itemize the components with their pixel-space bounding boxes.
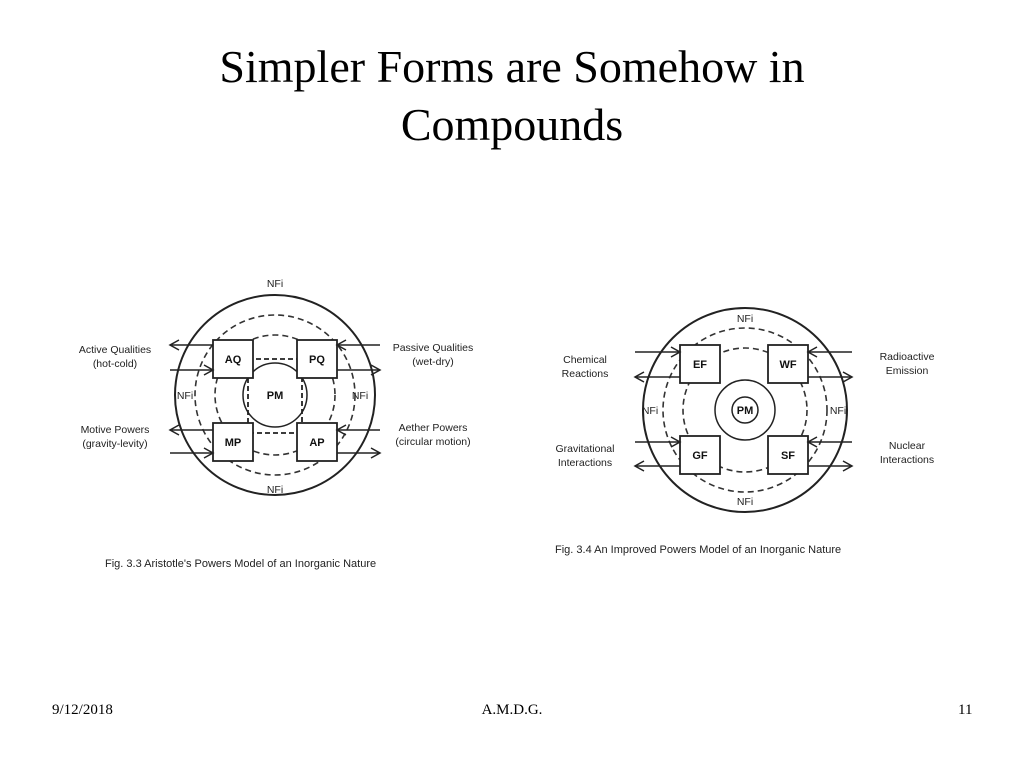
box-ef <box>679 344 721 384</box>
box-wf <box>767 344 809 384</box>
slide-title: Simpler Forms are Somehow in Compounds <box>112 38 912 154</box>
center-dashed-rect <box>247 358 303 434</box>
center-label: PM <box>737 405 754 417</box>
box-sf-label: SF <box>781 450 795 462</box>
inner-ring <box>242 362 308 428</box>
force-boxes <box>679 344 809 475</box>
left-label-1b: Reactions <box>562 368 609 380</box>
right-label-2b: Interactions <box>880 454 934 466</box>
outer-circle <box>642 307 848 513</box>
left-label-1b: (hot-cold) <box>93 358 137 370</box>
left-label-2a: Motive Powers <box>81 424 150 436</box>
left-label-1a: Chemical <box>563 354 607 366</box>
nf-bottom-label: NFi <box>267 484 283 496</box>
right-label-1a: Passive Qualities <box>393 342 474 354</box>
right-label-2a: Aether Powers <box>399 422 468 434</box>
slide-title-line-1: Simpler Forms are Somehow in <box>219 41 805 92</box>
center-label: PM <box>267 390 284 402</box>
box-ef-label: EF <box>693 359 707 371</box>
left-label-2b: Interactions <box>558 457 612 469</box>
box-pq <box>296 339 338 379</box>
arrows <box>633 346 854 472</box>
nf-bottom-label: NFi <box>737 496 753 508</box>
box-gf <box>679 435 721 475</box>
left-label-2b: (gravity-levity) <box>82 438 147 450</box>
dashed-rings <box>662 327 828 493</box>
nf-top-label: NFi <box>737 313 753 325</box>
left-label-2a: Gravitational <box>556 443 615 455</box>
inner-ring <box>731 396 759 424</box>
box-aq <box>212 339 254 379</box>
box-pq-label: PQ <box>309 354 325 366</box>
slide-title-line-2: Compounds <box>400 99 624 150</box>
quality-boxes <box>212 339 338 462</box>
nf-right-label: NFi <box>352 390 368 402</box>
box-sf <box>767 435 809 475</box>
improved-powers-diagram: PM EF WF GF SF NFi NFi NFi NFi Chemical … <box>555 307 935 556</box>
page-number: 11 <box>958 702 973 718</box>
right-label-2a: Nuclear <box>889 440 926 452</box>
aristotle-powers-diagram: PM AQ PQ MP AP NFi NFi NFi NFi Active Qu… <box>79 278 474 570</box>
box-aq-label: AQ <box>225 354 242 366</box>
right-label-1b: Emission <box>886 365 929 377</box>
arrows <box>168 339 382 459</box>
footer-date: 9/12/2018 <box>52 702 113 718</box>
left-label-1a: Active Qualities <box>79 344 151 356</box>
nf-left-label: NFi <box>642 405 658 417</box>
nf-left-label: NFi <box>177 390 193 402</box>
box-ap <box>296 422 338 462</box>
box-gf-label: GF <box>692 450 708 462</box>
box-wf-label: WF <box>779 359 796 371</box>
right-label-1a: Radioactive <box>880 351 935 363</box>
figure-caption: Fig. 3.3 Aristotle's Powers Model of an … <box>105 558 376 570</box>
right-label-2b: (circular motion) <box>395 436 470 448</box>
box-mp-label: MP <box>225 437 242 449</box>
nf-right-label: NFi <box>830 405 846 417</box>
right-label-1b: (wet-dry) <box>412 356 453 368</box>
outer-circle <box>174 294 376 496</box>
middle-ring <box>714 379 776 441</box>
figure-caption: Fig. 3.4 An Improved Powers Model of an … <box>555 544 841 556</box>
box-ap-label: AP <box>309 437 324 449</box>
nf-top-label: NFi <box>267 278 283 290</box>
footer-center-text: A.M.D.G. <box>481 702 543 718</box>
box-mp <box>212 422 254 462</box>
dashed-rings <box>194 314 356 476</box>
